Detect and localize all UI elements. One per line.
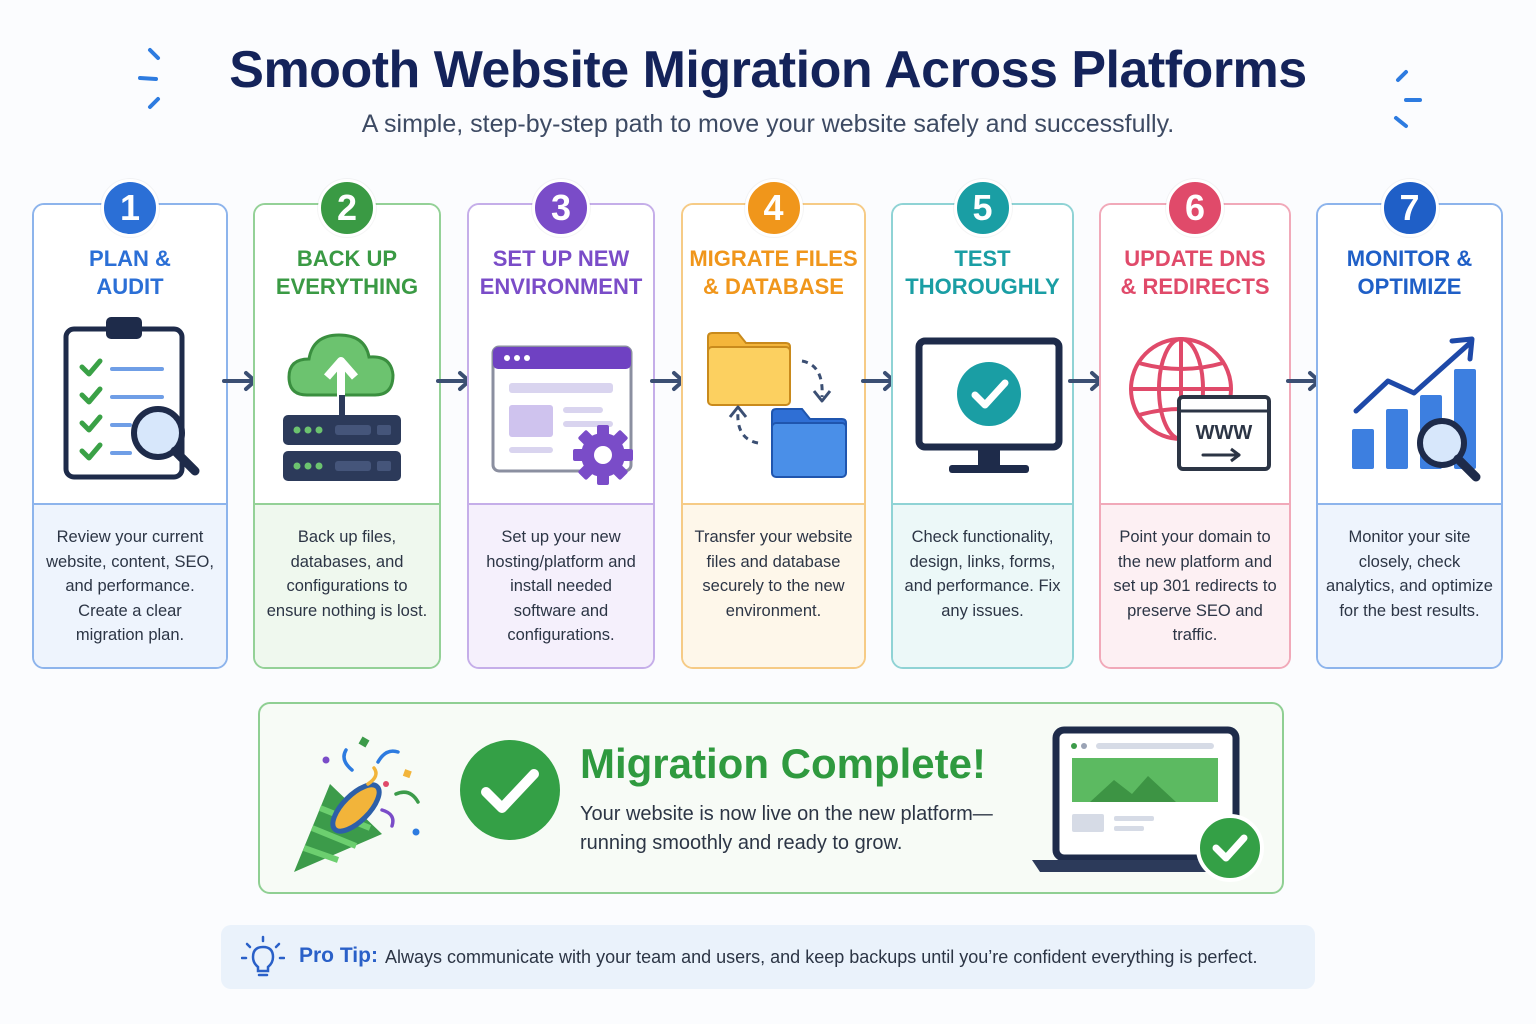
step-3-badge: 3 xyxy=(532,179,590,237)
cloud-backup-server-icon xyxy=(283,333,401,481)
migration-complete-panel: Migration Complete! Your website is now … xyxy=(258,702,1284,894)
step-4-title: MIGRATE FILES & DATABASE xyxy=(689,245,858,301)
step-4-description: Transfer your website files and database… xyxy=(694,528,853,620)
step-1-card: Review your current website, content, SE… xyxy=(32,179,228,669)
step-6-title-line2: & REDIRECTS xyxy=(1120,274,1270,299)
pro-tip-text: Always communicate with your team and us… xyxy=(385,947,1258,967)
success-check-icon xyxy=(460,740,560,840)
step-4-title-line2: & DATABASE xyxy=(703,274,844,299)
step-5-title-line2: THOROUGHLY xyxy=(905,274,1060,299)
step-1-description: Review your current website, content, SE… xyxy=(46,528,214,644)
step-3-title: SET UP NEW ENVIRONMENT xyxy=(475,245,647,301)
lightbulb-icon xyxy=(241,935,285,977)
sparkle-left-icon xyxy=(138,48,160,109)
step-2-title-line2: EVERYTHING xyxy=(275,274,419,299)
step-3-title-line2: ENVIRONMENT xyxy=(479,274,643,299)
header: Smooth Website Migration Across Platform… xyxy=(0,0,1536,160)
step-5-badge: 5 xyxy=(953,179,1012,237)
step-3-description: Set up your new hosting/platform and ins… xyxy=(486,528,636,644)
monitor-check-icon xyxy=(915,337,1062,473)
party-popper-icon xyxy=(294,736,420,872)
step-1-bottom: Review your current website, content, SE… xyxy=(34,503,226,667)
browser-gear-icon xyxy=(491,345,633,485)
step-5-card: Check functionality, design, links, form… xyxy=(891,179,1074,669)
complete-text: Your website is now live on the new plat… xyxy=(580,803,993,854)
pro-tip-label: Pro Tip: xyxy=(299,944,378,967)
globe-www-redirect-icon: WWW xyxy=(1129,337,1271,471)
migration-steps: Review your current website, content, SE… xyxy=(0,175,1536,675)
step-7-description: Monitor your site closely, check analyti… xyxy=(1326,528,1493,620)
step-2-title: BACK UP EVERYTHING xyxy=(261,245,433,301)
step-2-bottom: Back up files, databases, and configurat… xyxy=(255,503,439,667)
step-3-card: Set up your new hosting/platform and ins… xyxy=(467,179,655,669)
step-1-title-line1: PLAN & xyxy=(89,246,171,271)
complete-title: Migration Complete! xyxy=(580,740,986,787)
step-2-card: Back up files, databases, and configurat… xyxy=(253,179,441,669)
step-5-description: Check functionality, design, links, form… xyxy=(904,528,1061,620)
folder-transfer-icon xyxy=(706,332,847,478)
step-7-card: Monitor your site closely, check analyti… xyxy=(1316,179,1503,669)
laptop-live-site-icon xyxy=(1032,726,1264,882)
step-7-bottom: Monitor your site closely, check analyti… xyxy=(1318,503,1501,667)
step-1-title-line2: AUDIT xyxy=(96,274,164,299)
step-6-badge: 6 xyxy=(1166,179,1224,237)
step-4-bottom: Transfer your website files and database… xyxy=(683,503,864,667)
sparkle-right-icon xyxy=(1394,70,1422,128)
pro-tip-banner: Pro Tip: Always communicate with your te… xyxy=(221,925,1315,989)
step-7-title: MONITOR & OPTIMIZE xyxy=(1324,245,1495,301)
step-2-description: Back up files, databases, and configurat… xyxy=(266,528,428,620)
step-2-badge: 2 xyxy=(318,179,376,237)
step-6-title-line1: UPDATE DNS xyxy=(1124,246,1266,271)
step-1-badge: 1 xyxy=(101,179,159,237)
growth-chart-magnifier-icon xyxy=(1351,336,1480,482)
step-6-card: Point your domain to the new platform an… xyxy=(1099,179,1291,669)
step-5-title: TEST THOROUGHLY xyxy=(899,245,1066,301)
step-6-description: Point your domain to the new platform an… xyxy=(1113,528,1277,644)
step-4-card: Transfer your website files and database… xyxy=(681,179,866,669)
step-7-title-line1: MONITOR & xyxy=(1346,246,1473,271)
page-subtitle: A simple, step-by-step path to move your… xyxy=(361,110,1175,138)
step-7-badge: 7 xyxy=(1380,179,1439,237)
clipboard-checklist-icon xyxy=(63,317,200,480)
step-3-title-line1: SET UP NEW xyxy=(492,246,630,271)
step-4-badge: 4 xyxy=(744,179,803,237)
step-5-bottom: Check functionality, design, links, form… xyxy=(893,503,1072,667)
step-7-title-line2: OPTIMIZE xyxy=(1357,274,1462,299)
step-4-title-line1: MIGRATE FILES xyxy=(689,246,858,271)
step-6-bottom: Point your domain to the new platform an… xyxy=(1101,503,1289,667)
page-title: Smooth Website Migration Across Platform… xyxy=(229,41,1307,99)
step-1-title: PLAN & AUDIT xyxy=(40,245,220,301)
svg-text:WWW: WWW xyxy=(1196,422,1253,444)
step-2-title-line1: BACK UP xyxy=(296,246,398,271)
step-5-title-line1: TEST xyxy=(954,246,1011,271)
step-3-bottom: Set up your new hosting/platform and ins… xyxy=(469,503,653,667)
step-6-title: UPDATE DNS & REDIRECTS xyxy=(1107,245,1283,301)
